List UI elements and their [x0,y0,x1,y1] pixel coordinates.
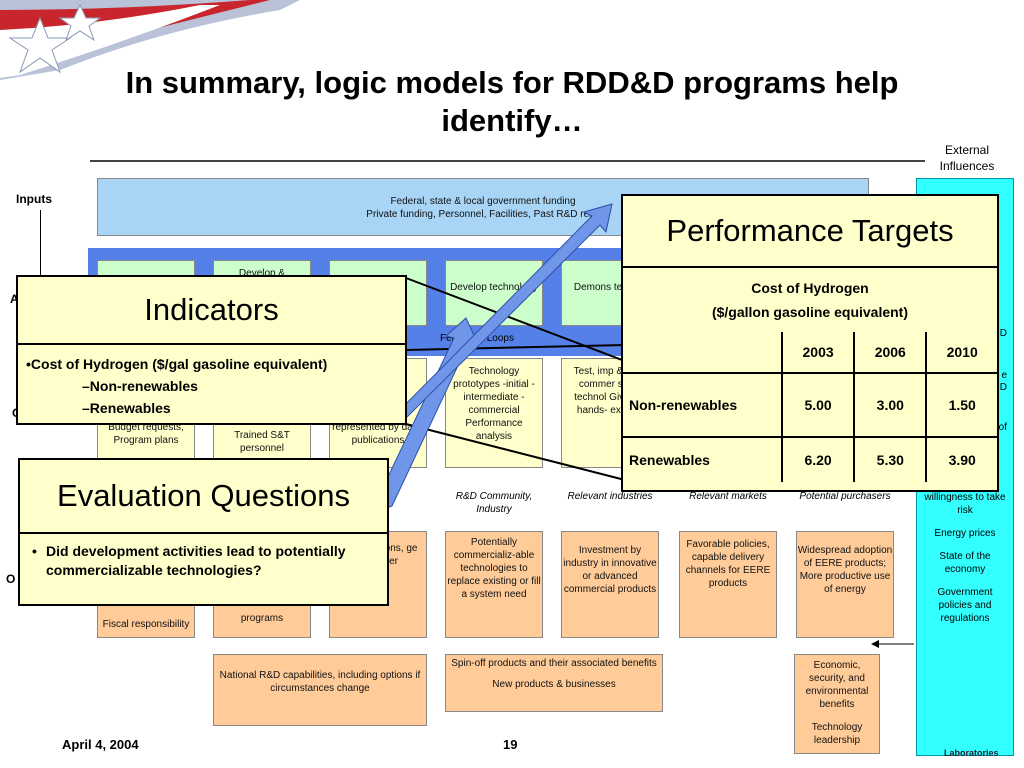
targets-header-row: 2003 2006 2010 [623,332,997,373]
evaluation-question-text: Did development activities lead to poten… [46,543,346,578]
output-prototypes-text: Technology prototypes -initial -intermed… [453,366,535,442]
targets-cell: 3.00 [853,372,927,437]
indicators-subitem-2: –Renewables [82,400,171,416]
inputs-label: Inputs [16,192,52,206]
targets-cell: 5.00 [780,372,855,437]
audience-industries: Relevant industries [567,491,653,502]
targets-subtitle-line-2: ($/gallon gasoline equivalent) [711,304,909,320]
flag-star-logo [0,0,300,80]
outcomes-side-label: O [6,572,16,586]
performance-targets-callout: Performance Targets Cost of Hydrogen ($/… [621,194,999,492]
tech-leadership-text: Technology leadership [811,722,863,746]
external-energy-prices: Energy prices [934,528,996,539]
targets-corner-cell [623,332,782,373]
indicators-subitem-1-text: Non-renewables [89,378,198,394]
targets-row-renewables: Renewables 6.20 5.30 3.90 [623,436,997,482]
slide-page-number: 19 [503,737,518,752]
external-risk: willingness to take risk [924,492,1006,516]
outcome-box-adoption: Widespread adoption of EERE products; Mo… [796,531,894,638]
title-divider [90,160,925,162]
external-partial-3: D [999,382,1007,393]
targets-subtitle-line-1: Cost of Hydrogen [751,280,869,296]
targets-cell: 1.50 [925,372,997,437]
external-partial-2: e [1001,370,1007,381]
indicators-item-text: Cost of Hydrogen ($/gal gasoline equival… [30,356,328,372]
targets-year-2003: 2003 [780,332,855,373]
indicators-item: •Cost of Hydrogen ($/gal gasoline equiva… [26,356,328,372]
slide-title: In summary, logic models for RDD&D progr… [125,65,899,138]
audience-markets: Relevant markets [689,491,767,502]
benefits-text: Economic, security, and environmental be… [805,660,869,710]
indicators-subitem-2-text: Renewables [89,400,171,416]
audience-purchasers: Potential purchasers [799,491,891,502]
evaluation-questions-callout: Evaluation Questions • Did development a… [18,458,389,606]
external-economy: State of the economy [939,551,991,575]
pointer-indicators-3 [405,344,626,351]
outcome-box-investment: Investment by industry in innovative or … [561,531,659,638]
performance-targets-subtitle: Cost of Hydrogen ($/gallon gasoline equi… [623,268,997,332]
external-policies: Government policies and regulations [937,587,993,624]
outcome-box-policies: Favorable policies, capable delivery cha… [679,531,777,638]
funding-line-1: Federal, state & local government fundin… [390,196,576,207]
lab-logo-text: Laboratories [944,748,999,758]
output-box-prototypes: Technology prototypes -initial -intermed… [445,358,543,468]
slide-date: April 4, 2004 [62,737,139,752]
pointer-targets-arrow [391,203,613,425]
inputs-connector [40,210,41,280]
external-partial-1: D [999,328,1007,339]
targets-cell: 5.30 [853,436,927,482]
new-products-text: New products & businesses [492,679,616,690]
targets-cell: 3.90 [925,436,997,482]
targets-year-2006: 2006 [853,332,927,373]
external-influences-header: External Influences [939,143,995,173]
bullet-icon: • [32,543,37,559]
indicators-title: Indicators [18,277,405,345]
targets-row-label: Renewables [623,436,782,482]
long-term-spinoff: Spin-off products and their associated b… [445,654,663,712]
performance-targets-title: Performance Targets [623,196,997,268]
indicators-subitem-1: –Non-renewables [82,378,198,394]
evaluation-question-item: • Did development activities lead to pot… [20,534,387,580]
funding-line-2: Private funding, Personnel, Facilities, … [366,209,600,220]
audience-rd-community: R&D Community, Industry [455,491,533,515]
long-term-benefits: Economic, security, and environmental be… [794,654,880,754]
targets-year-2010: 2010 [925,332,997,373]
pointer-indicators-2 [405,423,626,481]
evaluation-questions-title: Evaluation Questions [20,460,387,534]
activities-side-label: A [10,292,19,306]
targets-row-label: Non-renewables [623,372,782,437]
indicators-callout: Indicators •Cost of Hydrogen ($/gal gaso… [16,275,407,425]
targets-table: 2003 2006 2010 Non-renewables 5.00 3.00 … [623,332,997,482]
targets-cell: 6.20 [780,436,855,482]
long-term-rd-capabilities: National R&D capabilities, including opt… [213,654,427,726]
external-partial-4: of [998,422,1007,433]
targets-row-nonrenewables: Non-renewables 5.00 3.00 1.50 [623,372,997,437]
spinoff-text: Spin-off products and their associated b… [451,658,657,669]
outcome-box-commercializable: Potentially commercializ-able technologi… [445,531,543,638]
